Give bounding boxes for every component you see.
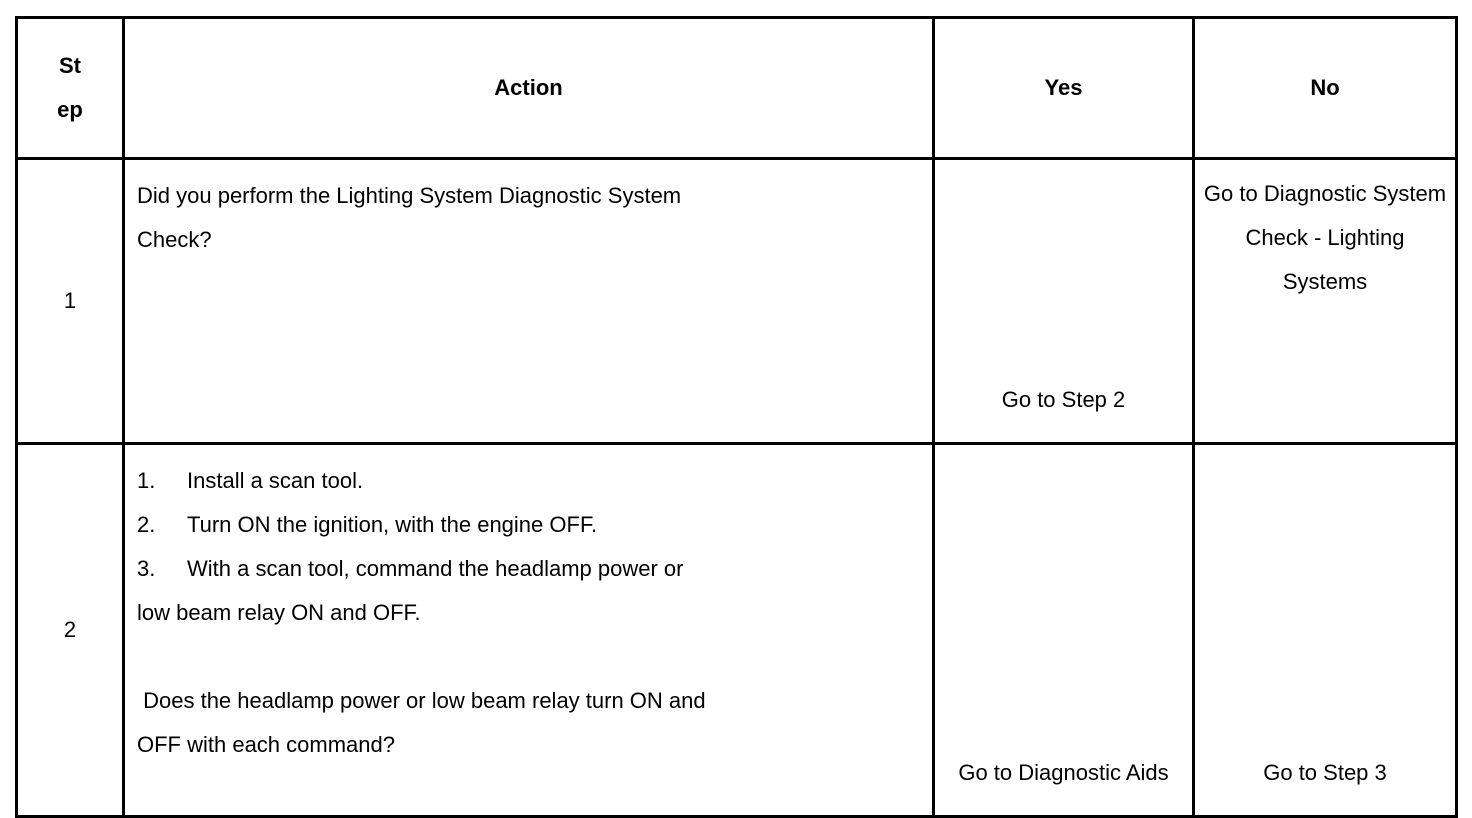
- action-line: OFF with each command?: [137, 732, 395, 757]
- no-result-line: Go to Step 3: [1263, 760, 1387, 785]
- action-list-item: 1. Install a scan tool.: [137, 459, 922, 503]
- no-result-line: System Check -: [1245, 181, 1447, 250]
- column-header-step-line-1: St: [59, 53, 81, 78]
- no-result-cell: Go to Step 3: [1192, 442, 1458, 818]
- step-number-cell: 1: [15, 157, 125, 445]
- action-list-item-text: Turn ON the ignition, with the engine OF…: [187, 512, 598, 537]
- column-header-step-line-2: ep: [57, 97, 83, 122]
- action-step-list: 1. Install a scan tool. 2. Turn ON the i…: [137, 459, 922, 635]
- column-header-step: St ep: [15, 16, 125, 160]
- action-cell: Did you perform the Lighting System Diag…: [122, 157, 935, 445]
- column-header-yes: Yes: [932, 16, 1195, 160]
- action-cell: 1. Install a scan tool. 2. Turn ON the i…: [122, 442, 935, 818]
- column-header-action: Action: [122, 16, 935, 160]
- action-line: Check?: [137, 227, 212, 252]
- list-marker: 1.: [137, 468, 156, 493]
- action-list-item-text-wrap: low beam relay ON and OFF.: [137, 600, 421, 625]
- action-question-paragraph: Did you perform the Lighting System Diag…: [137, 174, 922, 262]
- table-row: 1 Did you perform the Lighting System Di…: [15, 157, 1458, 445]
- yes-result-line: Aids: [1125, 760, 1169, 785]
- yes-result-cell: Go to Step 2: [932, 157, 1195, 445]
- yes-result-line: Go to Diagnostic: [958, 760, 1121, 785]
- step-number-cell: 2: [15, 442, 125, 818]
- no-result-line: Diagnostic: [1263, 181, 1367, 206]
- action-question-paragraph: Does the headlamp power or low beam rela…: [137, 679, 922, 767]
- action-spacer: [137, 635, 922, 679]
- document-page: St ep Action Yes No 1 Did you perform th…: [15, 16, 1458, 818]
- list-marker: 3.: [137, 556, 156, 581]
- no-result-line: Lighting: [1327, 225, 1405, 250]
- action-list-item-text: With a scan tool, command the headlamp p…: [187, 556, 684, 581]
- yes-result-cell: Go to Diagnostic Aids: [932, 442, 1195, 818]
- action-line: Did you perform the Lighting System Diag…: [137, 183, 682, 208]
- action-list-item-text: Install a scan tool.: [187, 468, 364, 493]
- no-result-cell: Go to Diagnostic System Check - Lighting…: [1192, 157, 1458, 445]
- action-list-item: 3. With a scan tool, command the headlam…: [137, 547, 922, 635]
- no-result-line: Go to: [1203, 181, 1258, 206]
- diagnostic-decision-table: St ep Action Yes No 1 Did you perform th…: [15, 16, 1458, 818]
- column-header-no: No: [1192, 16, 1458, 160]
- action-list-item: 2. Turn ON the ignition, with the engine…: [137, 503, 922, 547]
- yes-result-line: Go to Step 2: [1001, 387, 1126, 412]
- table-header-row: St ep Action Yes No: [15, 16, 1458, 160]
- list-marker: 2.: [137, 512, 156, 537]
- no-result-line: Systems: [1282, 269, 1368, 294]
- action-line: Does the headlamp power or low beam rela…: [137, 688, 706, 713]
- table-row: 2 1. Install a scan tool. 2. Turn ON the…: [15, 442, 1458, 818]
